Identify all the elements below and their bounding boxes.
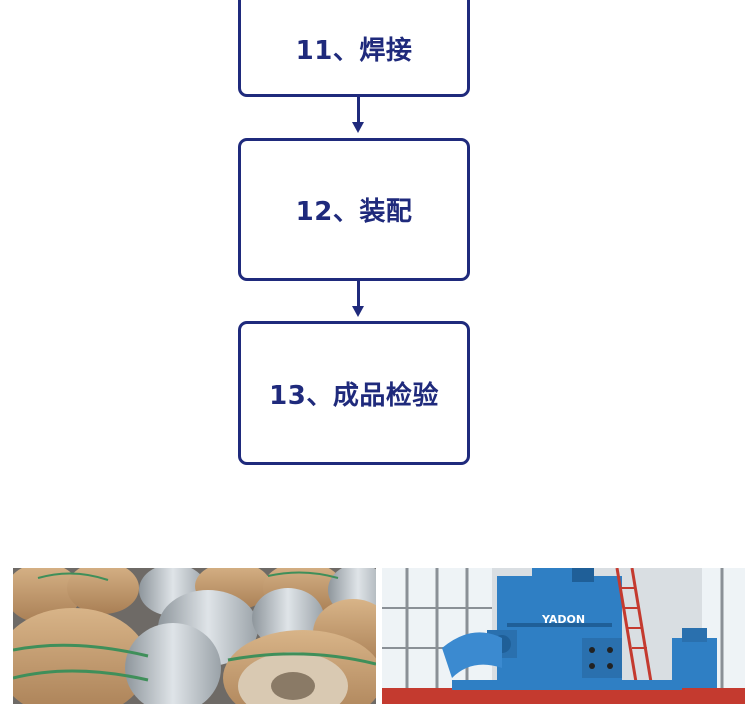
flow-arrow-line bbox=[357, 281, 360, 307]
aluminum-coils-photo bbox=[13, 568, 376, 704]
flow-arrow-head bbox=[352, 122, 364, 133]
machine-brand-text: YADON bbox=[541, 613, 585, 626]
flow-arrow-line bbox=[357, 97, 360, 123]
process-step-assembly: 12、装配 bbox=[238, 138, 470, 281]
flow-arrow-head bbox=[352, 306, 364, 317]
step-label: 13、成品检验 bbox=[269, 380, 439, 411]
step-label: 12、装配 bbox=[295, 197, 413, 227]
step-label: 11、焊接 bbox=[295, 36, 413, 66]
press-machine-photo: YADON bbox=[382, 568, 745, 704]
process-step-inspection: 13、成品检验 bbox=[238, 321, 470, 465]
process-step-welding: 11、焊接 bbox=[238, 0, 470, 97]
